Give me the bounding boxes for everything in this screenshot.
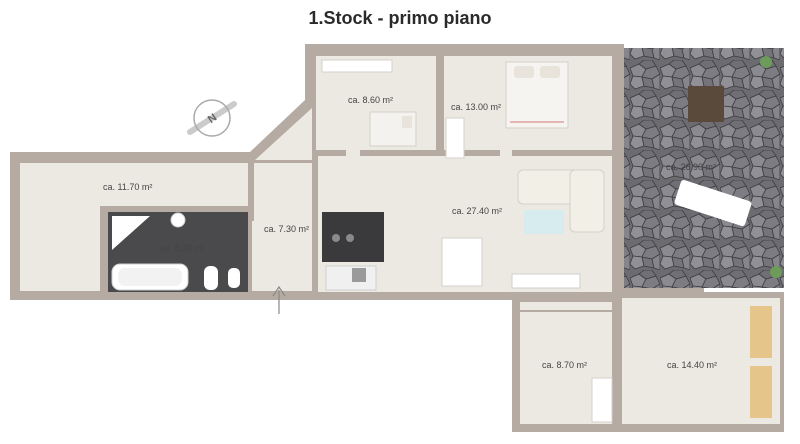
compass-icon: N: [187, 99, 237, 137]
living-furniture: [441, 169, 605, 289]
bathroom: [100, 206, 250, 292]
entry-arrow: [272, 285, 286, 314]
master-bed: [445, 61, 569, 159]
floor-hall: [252, 163, 312, 291]
small-bed: [321, 59, 417, 147]
terrace-furniture: [674, 56, 782, 278]
label-room-small-bed: ca. 8.60 m²: [348, 95, 393, 105]
rug: [524, 210, 564, 234]
sink: [170, 212, 186, 228]
dining-table: [441, 237, 483, 287]
label-room-bath: ca. 8.30 m²: [160, 243, 205, 253]
room-labels: ca. 11.70 m² ca. 8.30 m² ca. 7.30 m² ca.…: [103, 95, 717, 370]
shower: [112, 216, 150, 250]
toilet: [204, 266, 218, 290]
label-room-master-bed: ca. 13.00 m²: [451, 102, 501, 112]
kitchen: [322, 212, 384, 291]
label-room-west: ca. 11.70 m²: [103, 182, 152, 192]
label-room-living: ca. 27.40 m²: [452, 206, 502, 216]
plan-title: 1.Stock - primo piano: [308, 8, 492, 28]
interior-walls: [248, 56, 622, 424]
bath-wall-inner: [100, 206, 250, 212]
bottom-room-furniture: [591, 306, 772, 423]
label-room-terrace: ca. 26.90 m²: [666, 162, 716, 172]
label-room-bottom-large: ca. 14.40 m²: [667, 360, 717, 370]
label-room-bottom-small: ca. 8.70 m²: [542, 360, 587, 370]
floor-bottom-passage: [520, 300, 612, 310]
floor-connector: [255, 108, 312, 160]
label-room-hall: ca. 7.30 m²: [264, 224, 309, 234]
